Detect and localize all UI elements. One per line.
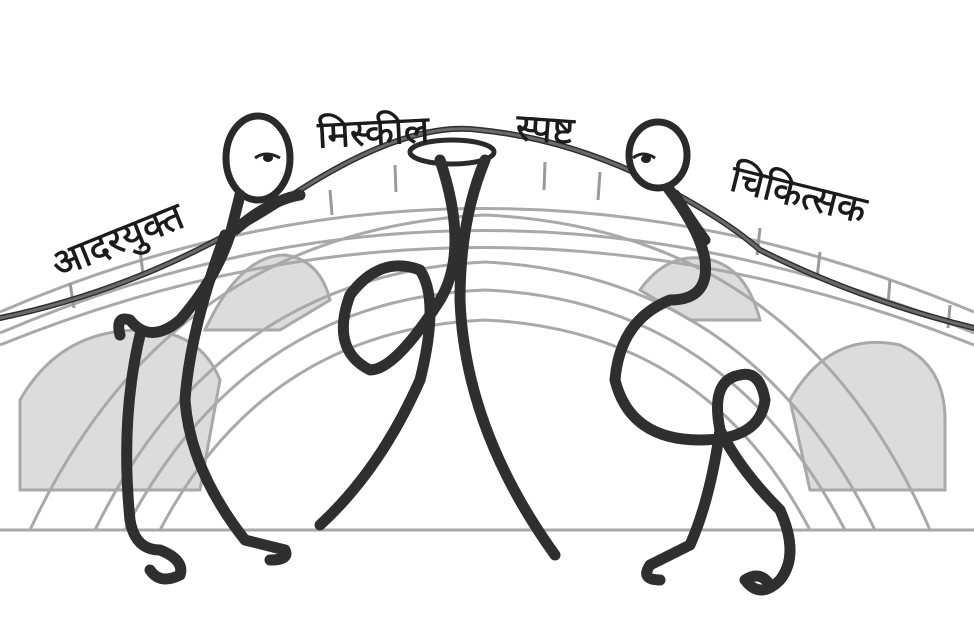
left-stick-figure-icon [113,112,306,585]
right-figure-leg [641,424,726,586]
bridge-ring-3 [123,288,847,531]
right-stick-figure-icon [609,118,796,596]
center-strand-left [314,154,461,531]
left-figure-eye [254,152,281,160]
handshake-ring-icon [314,137,561,561]
word-center-left: मिस्कील [316,107,432,157]
right-figure-head [625,118,691,192]
left-figure-leg-1 [121,329,187,585]
left-figure-pupil [263,154,273,162]
left-figure-head [222,112,294,204]
center-strand-right [454,154,561,561]
word-right: चिकित्सक [726,156,872,232]
right-figure-eye [632,152,656,160]
right-figure-arm [669,189,711,246]
right-figure-pupil [641,155,651,163]
left-figure-arm [229,189,306,236]
center-ring [407,137,497,167]
left-figure-leg-2 [179,229,292,566]
bridge-deck-lower [0,246,974,347]
right-figure-torso [609,182,796,596]
word-center-right: स्पष्ट [514,105,576,153]
bridge-icon [0,161,974,532]
rope-line-highlight [0,127,974,330]
bridge-ring-4 [158,318,812,531]
